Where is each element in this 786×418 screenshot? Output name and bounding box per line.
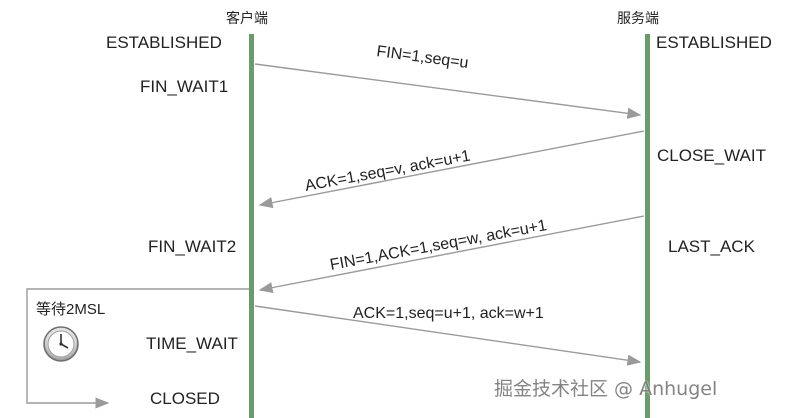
server-state-close-wait: CLOSE_WAIT [657, 146, 766, 165]
server-state-established: ESTABLISHED [656, 33, 772, 52]
message-label-fin2: FIN=1,ACK=1,seq=w, ack=u+1 [329, 217, 549, 274]
timer-label-text: 等待2MSL [36, 301, 106, 318]
client-lifeline [249, 34, 254, 418]
client-state-established: ESTABLISHED [106, 33, 222, 52]
timer-label: 等待2MSL [36, 298, 105, 319]
server-lifeline [645, 34, 650, 418]
watermark: 掘金技术社区 @ Anhugel [494, 378, 718, 400]
message-label-fin1: FIN=1,seq=u [375, 43, 469, 72]
client-actor-label: 客户端 [226, 11, 268, 27]
server-state-last-ack: LAST_ACK [668, 237, 755, 256]
client-state-fin-wait1: FIN_WAIT1 [140, 77, 229, 96]
server-actor-label: 服务端 [617, 11, 659, 27]
client-state-fin-wait2: FIN_WAIT2 [148, 237, 237, 256]
message-arrow-ack1 [258, 130, 645, 209]
message-arrow-fin2 [258, 215, 645, 294]
client-state-closed: CLOSED [150, 389, 220, 408]
message-arrow-fin1 [254, 63, 642, 119]
clock-icon [43, 326, 79, 362]
message-label-ack2: ACK=1,seq=u+1, ack=w+1 [353, 305, 544, 322]
client-state-time-wait: TIME_WAIT [146, 334, 238, 353]
message-label-ack1: ACK=1,seq=v, ack=u+1 [304, 148, 472, 195]
message-arrow-ack2 [254, 305, 642, 366]
timer-bracket [26, 288, 249, 409]
